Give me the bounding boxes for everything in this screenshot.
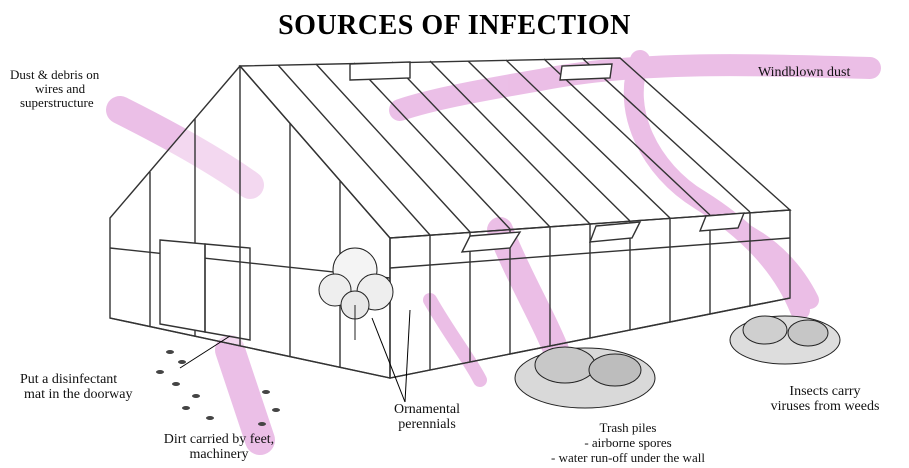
label-windblown-dust: Windblown dust <box>758 66 850 80</box>
label-dust-debris: Dust & debris on wires and superstructur… <box>10 68 99 110</box>
label-insects-line1: Insects carry <box>750 384 900 399</box>
trash-pile <box>515 347 655 408</box>
label-trash-piles: Trash piles - airborne spores - water ru… <box>508 420 748 465</box>
stream-trash <box>500 230 560 360</box>
label-dust-debris-line3: superstructure <box>10 96 99 110</box>
stream-dirt <box>230 350 260 440</box>
label-dust-debris-line1: Dust & debris on <box>10 68 99 82</box>
label-trash-line3: - water run-off under the wall <box>508 450 748 465</box>
label-trash-line1: Trash piles <box>508 420 748 435</box>
label-mat-line1: Put a disinfectant <box>20 372 132 387</box>
leader-ornamental-2 <box>405 310 410 402</box>
stream-windblown-roof <box>634 60 800 310</box>
label-trash-line2: - airborne spores <box>508 435 748 450</box>
label-mat-line2: mat in the doorway <box>20 387 132 402</box>
weeds <box>730 316 840 364</box>
label-dirt-line2: machinery <box>134 447 304 462</box>
label-ornamental-line1: Ornamental <box>372 402 482 417</box>
label-disinfectant-mat: Put a disinfectant mat in the doorway <box>20 372 132 402</box>
label-dust-debris-line2: wires and <box>10 82 99 96</box>
label-insects-line2: viruses from weeds <box>750 399 900 414</box>
label-dirt-line1: Dirt carried by feet, <box>134 432 304 447</box>
label-insects: Insects carry viruses from weeds <box>750 384 900 414</box>
label-ornamental: Ornamental perennials <box>372 402 482 432</box>
label-dirt: Dirt carried by feet, machinery <box>134 432 304 462</box>
label-ornamental-line2: perennials <box>372 417 482 432</box>
